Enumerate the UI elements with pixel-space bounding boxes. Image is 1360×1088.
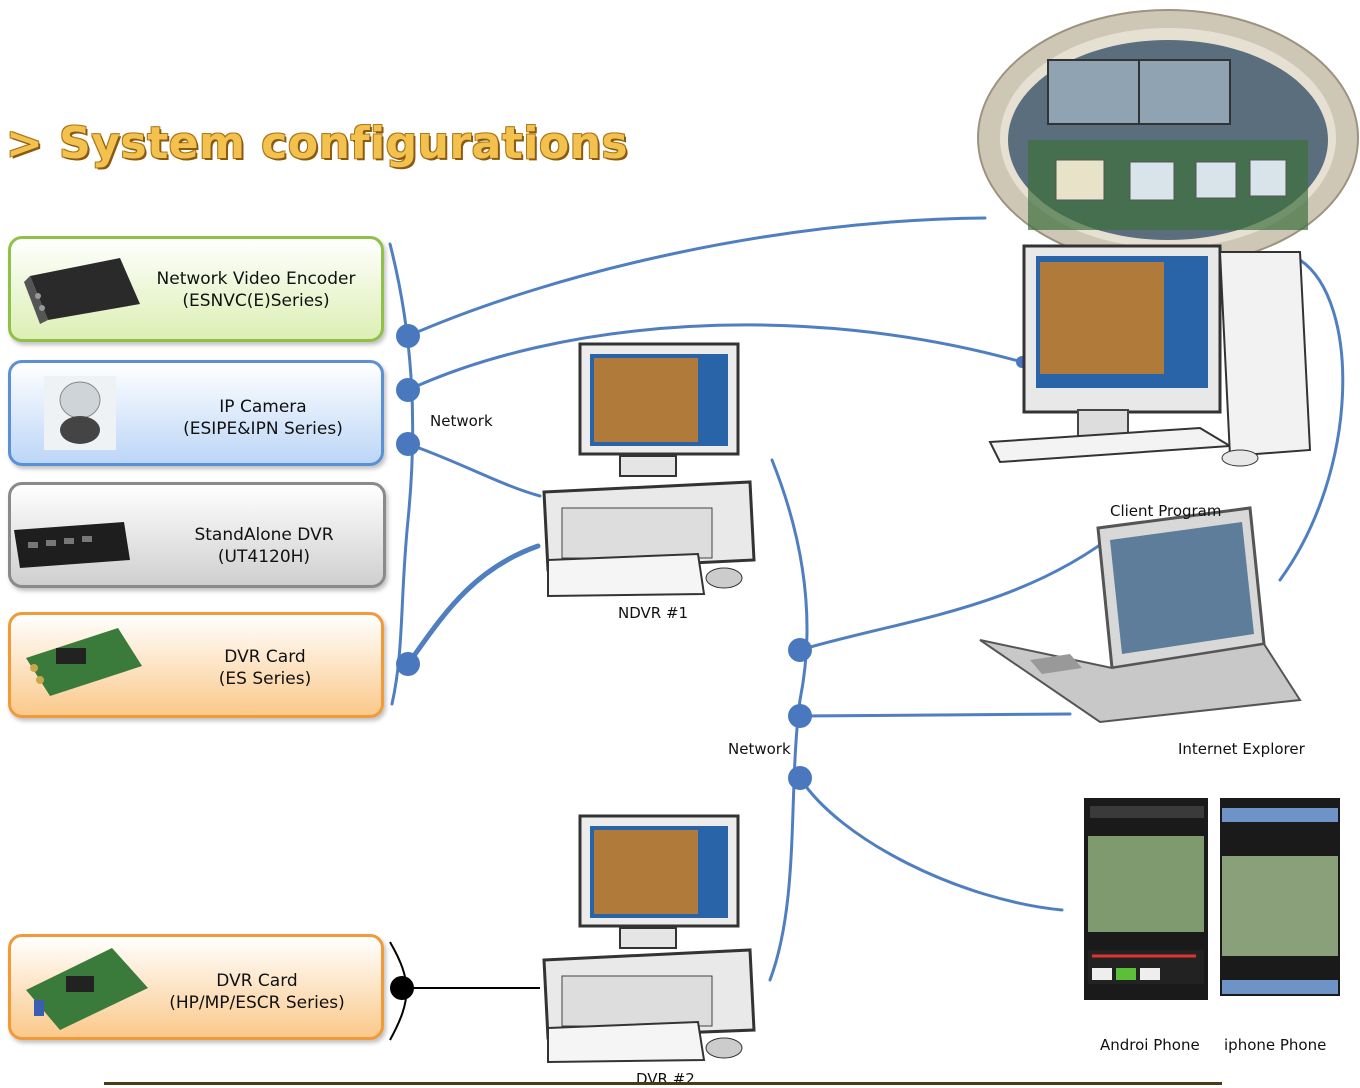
ip-camera-name: IP Camera: [219, 397, 307, 417]
bus-node: [396, 324, 420, 348]
dvr-card-thumb: [26, 628, 142, 696]
ipcam-link: [406, 323, 1024, 392]
ndvr-link-top: [406, 442, 542, 498]
footer-divider: [104, 1082, 1222, 1085]
client-loop-link: [1278, 258, 1345, 582]
dvr-card-label: DVR Card (ES Series): [190, 646, 340, 690]
black-node: [390, 976, 414, 1000]
standalone-dvr-thumb: [14, 522, 130, 568]
client-program-label: Client Program: [1110, 502, 1222, 520]
encoder-thumb: [24, 258, 140, 324]
explorer-link: [798, 712, 1072, 718]
client-pc-image: [988, 244, 1312, 467]
bus-node: [788, 766, 812, 790]
bus-node: [396, 378, 420, 402]
dvr-card-2-series: (HP/MP/ESCR Series): [169, 993, 345, 1013]
iphone-phone-label: iphone Phone: [1224, 1036, 1327, 1054]
phone-link: [798, 776, 1064, 912]
iphone-image: [1220, 798, 1340, 996]
ip-camera-thumb: [44, 376, 116, 450]
ip-camera-series: (ESIPE&IPN Series): [183, 419, 343, 439]
monitoring-center-image: [977, 9, 1359, 267]
bus-node: [788, 638, 812, 662]
right-bus-line: [768, 458, 809, 982]
left-bus-line: [388, 242, 415, 706]
encoder-link: [406, 216, 987, 338]
android-phone-label: Androi Phone: [1100, 1036, 1200, 1054]
ip-camera-label: IP Camera (ESIPE&IPN Series): [170, 396, 356, 440]
dvr-card-2-name: DVR Card: [216, 971, 298, 991]
laptop-link: [798, 528, 1122, 652]
ndvr1-label: NDVR #1: [618, 604, 689, 622]
dvr-card-series: (ES Series): [218, 669, 312, 689]
standalone-dvr-label: StandAlone DVR (UT4120H): [174, 524, 354, 568]
network-label-middle: Network: [728, 740, 791, 758]
page-title: > System configurations: [6, 118, 629, 169]
bus-node: [396, 432, 420, 456]
encoder-name: Network Video Encoder: [156, 269, 356, 289]
dvr-card-2-label: DVR Card (HP/MP/ESCR Series): [150, 970, 364, 1014]
android-phone-image: [1084, 798, 1208, 1000]
encoder-label: Network Video Encoder (ESNVC(E)Series): [148, 268, 364, 312]
device-thumbnails: [14, 258, 148, 1030]
bus-node: [396, 652, 420, 676]
standalone-dvr-series: (UT4120H): [217, 547, 311, 567]
laptop-image: [979, 506, 1302, 724]
encoder-series: (ESNVC(E)Series): [182, 291, 330, 311]
network-label-top: Network: [430, 412, 493, 430]
dvr-card-name: DVR Card: [224, 647, 306, 667]
ndvr1-image: [542, 342, 756, 598]
dvr2-image: [542, 814, 756, 1064]
ndvr-link-bottom: [405, 543, 541, 667]
dvr-card-2-thumb: [26, 948, 148, 1030]
standalone-dvr-name: StandAlone DVR: [194, 525, 334, 545]
dvr2-label: DVR #2: [636, 1070, 695, 1088]
bus-node: [788, 704, 812, 728]
internet-explorer-label: Internet Explorer: [1178, 740, 1305, 758]
